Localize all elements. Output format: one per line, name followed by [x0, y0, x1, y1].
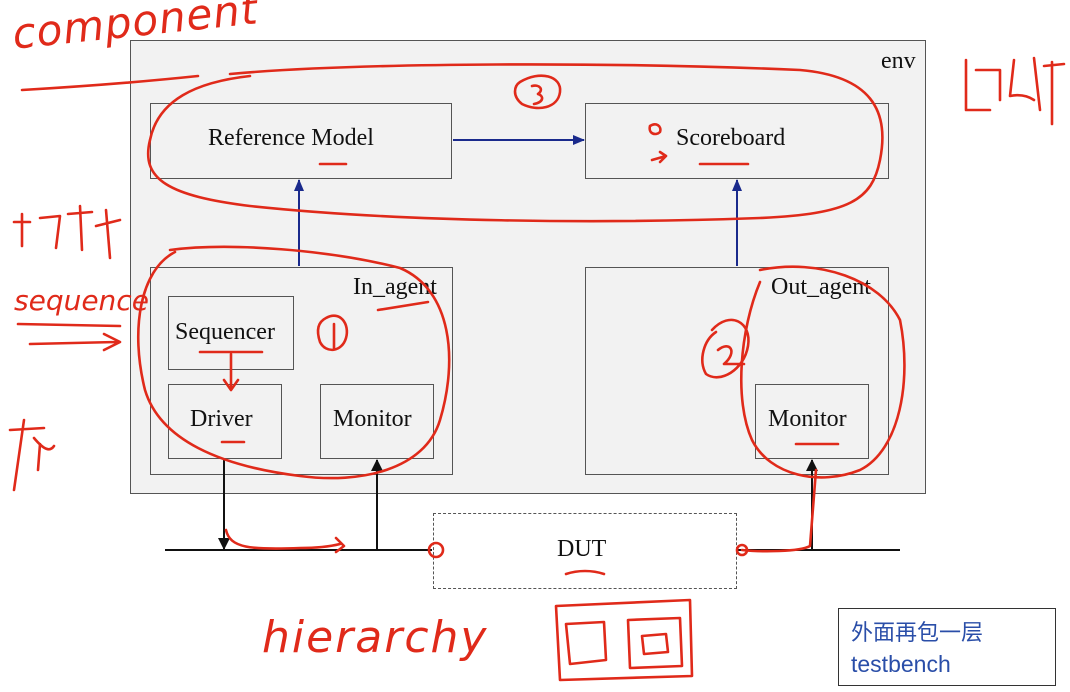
dut-label: DUT: [557, 536, 607, 562]
note-line-testbench: testbench: [851, 651, 951, 677]
handwritten-chinese-left: [12, 204, 122, 260]
testbench-note-box: 外面再包一层 testbench: [838, 608, 1056, 686]
handwritten-hierarchy: hierarchy: [262, 612, 489, 663]
dut-right-port-circle: [735, 543, 749, 557]
reference-model-label: Reference Model: [208, 125, 374, 151]
scoreboard-label: Scoreboard: [676, 125, 786, 151]
handwritten-sequence-underline: [16, 322, 122, 352]
dut-box: [433, 513, 737, 589]
sequencer-label: Sequencer: [175, 319, 275, 345]
handwritten-chinese-top-right: [964, 56, 1066, 126]
handwritten-sequence: sequence: [14, 284, 149, 317]
out-monitor-label: Monitor: [768, 406, 847, 432]
env-label: env: [881, 48, 916, 74]
handwritten-chinese-left-bottom: [8, 418, 56, 492]
driver-trace-to-dut: [224, 528, 346, 554]
in-agent-label: In_agent: [353, 274, 437, 300]
in-monitor-label: Monitor: [333, 406, 412, 432]
note-line-chinese: 外面再包一层: [851, 621, 984, 646]
out-agent-label: Out_agent: [771, 274, 871, 300]
driver-label: Driver: [190, 406, 253, 432]
